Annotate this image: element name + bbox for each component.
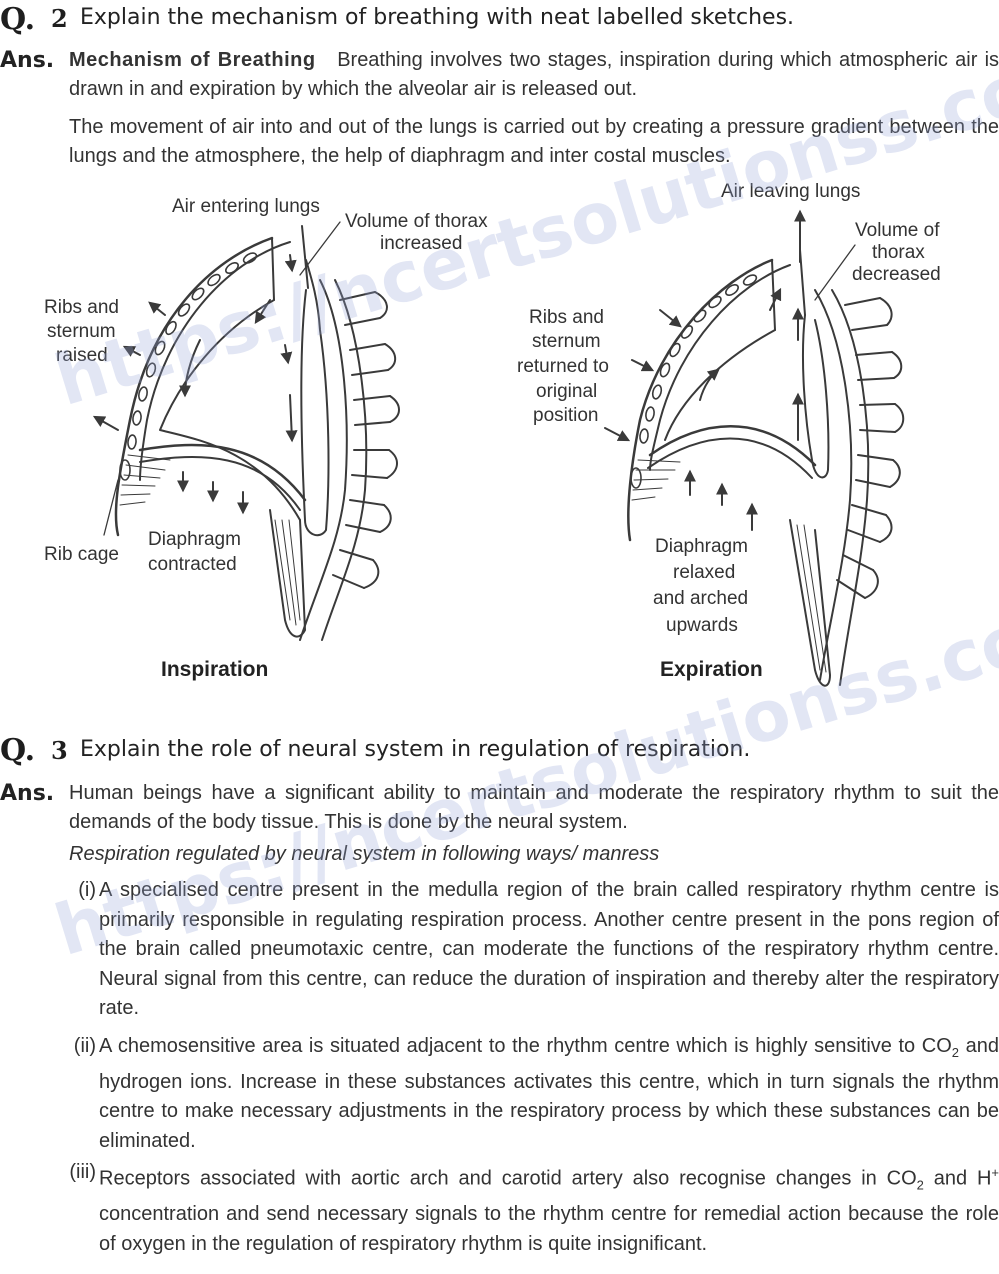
caption-inspiration: Inspiration: [161, 658, 269, 681]
label-ribs-returned-5: position: [533, 405, 599, 426]
label-diaphragm-relaxed-1: Diaphragm: [655, 536, 748, 557]
label-volume-decreased-2: thorax: [872, 242, 925, 263]
breathing-diagram: [92, 209, 905, 687]
label-diaphragm-relaxed-4: upwards: [666, 615, 738, 636]
answer-text: Breathing involves two stages, inspirati…: [69, 49, 999, 100]
label-volume-increased-1: Volume of thorax: [345, 211, 488, 232]
label-ribs-returned-1: Ribs and: [529, 307, 604, 328]
list-item: (iii) Receptors associated with aortic a…: [60, 1158, 999, 1259]
list-item-number: (iii): [69, 1161, 96, 1183]
label-volume-increased-2: increased: [380, 233, 463, 254]
list-item-text: A chemosensitive area is situated adjace…: [99, 1035, 999, 1152]
inspiration-sketch: [92, 221, 400, 641]
label-diaphragm-relaxed-3: and arched: [653, 588, 749, 609]
question-number: 3: [51, 736, 68, 765]
question-number: 2: [51, 4, 68, 33]
label-rib-cage: Rib cage: [44, 544, 119, 565]
label-ribs-returned-3: returned to: [517, 356, 609, 377]
answer-label: Ans.: [0, 781, 55, 806]
list-item-number: (i): [78, 879, 96, 901]
question-mark: Q.: [0, 733, 36, 768]
label-diaphragm-contracted-1: Diaphragm: [148, 529, 241, 550]
list-item-number: (ii): [73, 1035, 96, 1057]
answer-paragraph-2: The movement of air into and out of the …: [69, 116, 999, 167]
label-ribs-raised-2: sternum: [47, 321, 116, 342]
answer-intro: Human beings have a significant ability …: [69, 782, 999, 833]
list-item-text: A specialised centre present in the medu…: [99, 879, 999, 1019]
list-item: (ii) A chemosensitive area is situated a…: [60, 1032, 999, 1156]
answer-subtitle: Respiration regulated by neural system i…: [69, 843, 660, 865]
label-ribs-raised-3: raised: [56, 345, 108, 366]
label-ribs-returned-4: original: [536, 381, 598, 402]
answer-label: Ans.: [0, 48, 55, 73]
label-ribs-returned-2: sternum: [532, 331, 601, 352]
label-diaphragm-contracted-2: contracted: [148, 554, 237, 575]
list-item-text: Receptors associated with aortic arch an…: [99, 1165, 999, 1255]
label-volume-decreased-3: decreased: [852, 264, 941, 285]
label-ribs-raised-1: Ribs and: [44, 297, 119, 318]
question-mark: Q.: [0, 2, 36, 37]
label-diaphragm-relaxed-2: relaxed: [673, 562, 736, 583]
label-volume-decreased-1: Volume of: [855, 220, 940, 241]
list-item: (i) A specialised centre present in the …: [60, 876, 999, 1024]
label-air-entering: Air entering lungs: [172, 196, 320, 217]
expiration-sketch: [604, 209, 905, 687]
answer-paragraph: Mechanism of Breathing Breathing involve…: [69, 46, 999, 104]
question-text: Explain the mechanism of breathing with …: [80, 5, 795, 30]
question-text: Explain the role of neural system in reg…: [80, 737, 751, 762]
answer-subheading: Mechanism of Breathing: [69, 49, 316, 71]
caption-expiration: Expiration: [660, 658, 763, 681]
label-air-leaving: Air leaving lungs: [721, 181, 861, 202]
